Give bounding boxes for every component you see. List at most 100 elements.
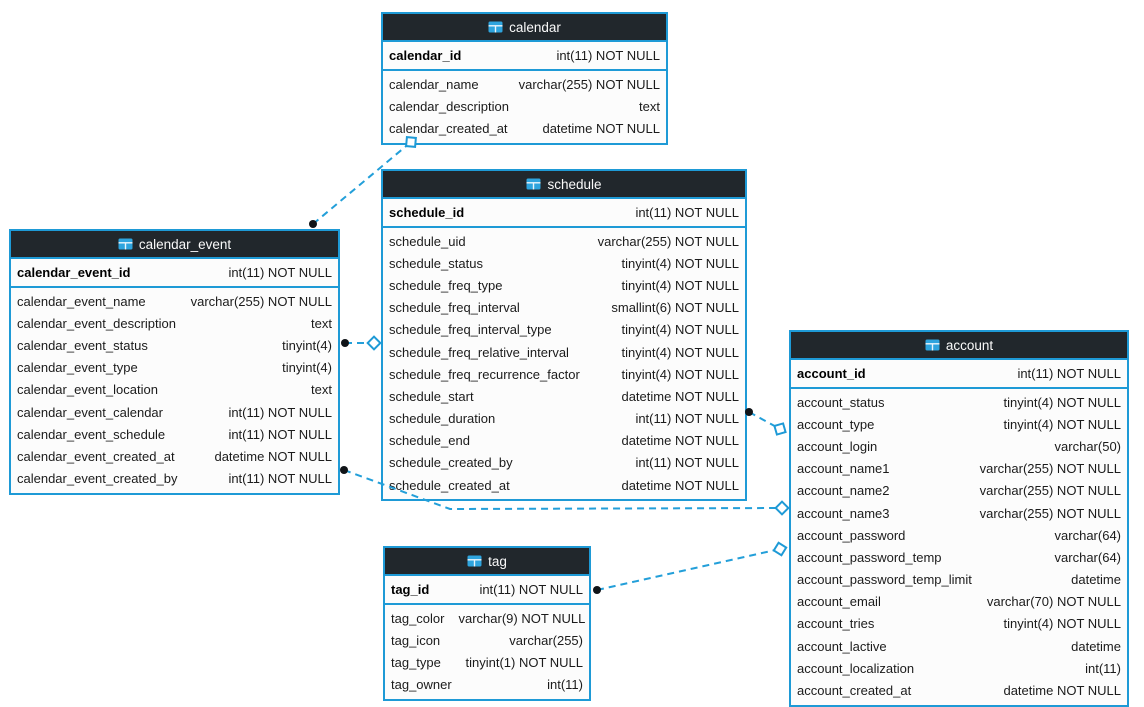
column-name: calendar_event_calendar — [17, 404, 163, 420]
diamond-marker — [366, 335, 382, 351]
column-type: tinyint(4) NOT NULL — [621, 344, 739, 360]
column-type: int(11) — [1085, 660, 1121, 676]
primary-key-row[interactable]: schedule_id int(11) NOT NULL — [383, 199, 745, 228]
table-row[interactable]: schedule_start datetime NOT NULL — [383, 385, 745, 408]
table-header-schedule[interactable]: schedule — [383, 171, 745, 199]
column-type: datetime — [1071, 572, 1121, 588]
column-name: account_lactive — [797, 638, 887, 654]
column-name: tag_color — [391, 610, 445, 626]
er-table-schedule[interactable]: schedule schedule_id int(11) NOT NULL sc… — [381, 169, 747, 502]
column-type: datetime NOT NULL — [214, 448, 332, 464]
column-type: text — [311, 382, 332, 398]
column-type: int(11) NOT NULL — [635, 455, 739, 471]
table-header-account[interactable]: account — [791, 332, 1127, 360]
table-row[interactable]: schedule_created_by int(11) NOT NULL — [383, 451, 745, 475]
column-name: schedule_id — [389, 205, 465, 220]
primary-key-row[interactable]: calendar_event_id int(11) NOT NULL — [11, 259, 338, 288]
column-name: calendar_event_type — [17, 360, 138, 376]
column-name: schedule_freq_type — [389, 277, 503, 293]
table-header-tag[interactable]: tag — [385, 548, 589, 576]
column-type: datetime NOT NULL — [621, 433, 739, 449]
table-row[interactable]: calendar_event_type tinyint(4) — [11, 356, 338, 379]
column-type: tinyint(4) NOT NULL — [1003, 416, 1121, 432]
column-type: datetime NOT NULL — [621, 388, 739, 404]
table-title: calendar_event — [138, 236, 232, 252]
column-type: int(11) NOT NULL — [1017, 366, 1121, 381]
er-table-account[interactable]: account account_id int(11) NOT NULL acco… — [789, 330, 1129, 707]
column-name: schedule_start — [389, 388, 474, 404]
column-name: tag_type — [391, 654, 441, 670]
column-type: int(11) NOT NULL — [228, 471, 332, 487]
column-type: int(11) NOT NULL — [635, 205, 739, 220]
table-title: account — [945, 337, 994, 353]
column-name: tag_icon — [391, 632, 441, 648]
column-type: smallint(6) NOT NULL — [611, 300, 739, 316]
table-row[interactable]: account_type tinyint(4) NOT NULL — [791, 413, 1127, 436]
table-title: schedule — [547, 176, 602, 192]
er-table-calendar[interactable]: calendar calendar_id int(11) NOT NULL ca… — [381, 12, 668, 145]
diamond-marker — [772, 541, 788, 557]
column-name: calendar_event_schedule — [17, 426, 166, 442]
column-type: int(11) NOT NULL — [228, 265, 332, 280]
column-type: tinyint(1) NOT NULL — [465, 654, 583, 670]
column-name: account_type — [797, 416, 875, 432]
primary-key-row[interactable]: tag_id int(11) NOT NULL — [385, 576, 589, 605]
er-table-calendar-event[interactable]: calendar_event calendar_event_id int(11)… — [9, 229, 340, 495]
primary-key-row[interactable]: account_id int(11) NOT NULL — [791, 360, 1127, 389]
column-name: account_status — [797, 394, 885, 410]
diamond-marker — [773, 422, 787, 436]
column-name: schedule_created_by — [389, 455, 513, 471]
relation-tag-to-account — [593, 541, 788, 594]
column-name: account_name2 — [797, 483, 890, 499]
table-icon — [118, 238, 133, 250]
primary-key-row[interactable]: calendar_id int(11) NOT NULL — [383, 42, 666, 71]
table-header-calendar[interactable]: calendar — [383, 14, 666, 42]
column-type: varchar(50) — [1054, 438, 1121, 454]
table-header-calendar-event[interactable]: calendar_event — [11, 231, 338, 259]
column-name: account_email — [797, 594, 881, 610]
column-type: tinyint(4) — [282, 360, 332, 376]
column-name: schedule_freq_interval_type — [389, 322, 552, 338]
table-row[interactable]: tag_type tinyint(1) NOT NULL — [385, 651, 589, 674]
